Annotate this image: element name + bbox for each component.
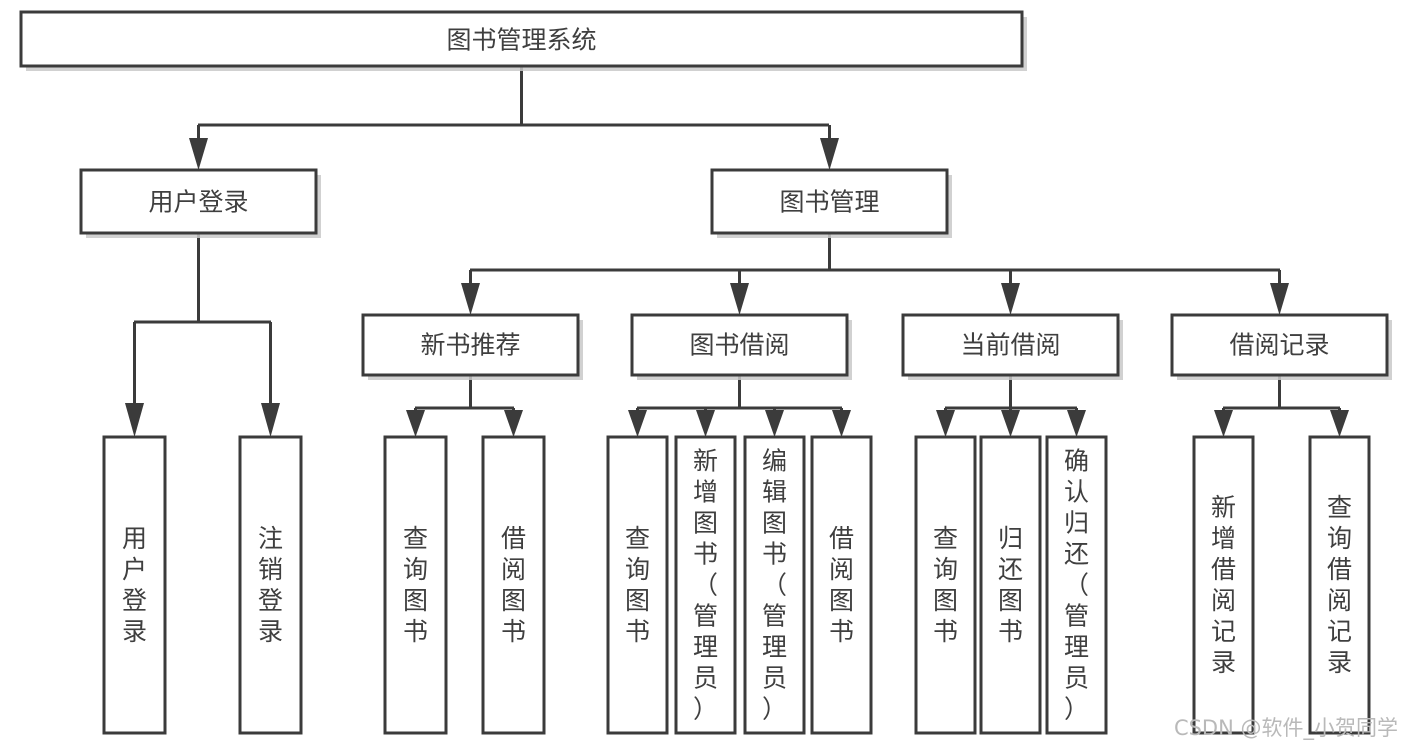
arrow-to-leaf-query-book-a: [406, 410, 425, 437]
arrow-to-book-borrow: [730, 283, 749, 315]
arrow-to-leaf-add-book: [696, 410, 715, 437]
arrow-to-leaf-logout: [261, 403, 280, 437]
leaf-node[interactable]: 用户登录: [102, 435, 167, 735]
current-borrow-label: 当前借阅: [960, 331, 1060, 360]
leaf-box-query-record[interactable]: [1308, 435, 1371, 735]
leaf-box-add-book[interactable]: [674, 435, 737, 735]
leaf-box-borrow-book-a[interactable]: [481, 435, 546, 735]
leaf-box-logout[interactable]: [238, 435, 303, 735]
node-user-login[interactable]: 用户登录: [79, 168, 321, 238]
leaf-label: 新增图书（管理员）: [693, 447, 718, 724]
node-new-book-recommend[interactable]: 新书推荐: [361, 313, 583, 380]
leaf-node[interactable]: 确认归还（管理员）: [1045, 435, 1108, 735]
arrow-to-leaf-add-record: [1214, 410, 1233, 437]
arrow-to-user-login: [189, 138, 208, 170]
leaf-box-query-book-b[interactable]: [606, 435, 669, 735]
leaf-label: 借阅图书: [829, 524, 854, 646]
leaf-node[interactable]: 查询借阅记录: [1308, 435, 1371, 735]
leaf-label: 新增借阅记录: [1211, 493, 1236, 677]
leaf-box-add-record[interactable]: [1192, 435, 1255, 735]
arrow-to-leaf-edit-book: [765, 410, 784, 437]
leaf-box-edit-book[interactable]: [743, 435, 806, 735]
leaf-box-query-book-c[interactable]: [914, 435, 977, 735]
current-borrow-box[interactable]: [901, 313, 1120, 377]
new-book-recommend-box[interactable]: [361, 313, 580, 377]
arrow-to-leaf-query-record: [1330, 410, 1349, 437]
node-book-manage[interactable]: 图书管理: [710, 168, 952, 238]
arrow-to-current-borrow: [1001, 283, 1020, 315]
book-borrow-box[interactable]: [630, 313, 849, 377]
arrow-to-leaf-confirm-return: [1067, 410, 1086, 437]
leaf-box-confirm-return[interactable]: [1045, 435, 1108, 735]
arrow-to-new-book-recommend: [461, 283, 480, 315]
arrow-to-leaf-return-book: [1001, 410, 1020, 437]
leaf-node[interactable]: 归还图书: [979, 435, 1042, 735]
leaf-node[interactable]: 新增图书（管理员）: [674, 435, 737, 735]
borrow-record-box[interactable]: [1170, 313, 1389, 377]
leaf-label: 编辑图书（管理员）: [762, 447, 787, 724]
leaf-node[interactable]: 编辑图书（管理员）: [743, 435, 806, 735]
node-borrow-record[interactable]: 借阅记录: [1170, 313, 1392, 380]
borrow-record-label: 借阅记录: [1229, 331, 1329, 360]
root-label: 图书管理系统: [446, 26, 596, 55]
node-book-borrow[interactable]: 图书借阅: [630, 313, 852, 380]
leaf-label: 查询图书: [933, 524, 958, 646]
leaf-label: 查询图书: [625, 524, 650, 646]
connector-layer: [125, 66, 1349, 437]
leaf-box-borrow-book-b[interactable]: [810, 435, 873, 735]
user-login-box[interactable]: [79, 168, 318, 235]
arrow-to-leaf-borrow-book-a: [504, 410, 523, 437]
leaf-node[interactable]: 借阅图书: [481, 435, 546, 735]
book-borrow-label: 图书借阅: [689, 331, 789, 360]
arrow-to-borrow-record: [1270, 283, 1289, 315]
leaf-box-query-book-a[interactable]: [383, 435, 448, 735]
book-manage-label: 图书管理: [779, 188, 879, 217]
leaf-node[interactable]: 查询图书: [914, 435, 977, 735]
arrow-to-leaf-user-login: [125, 403, 144, 437]
leaf-node[interactable]: 新增借阅记录: [1192, 435, 1255, 735]
new-book-recommend-label: 新书推荐: [420, 331, 520, 360]
leaf-label: 查询借阅记录: [1327, 493, 1352, 677]
watermark: CSDN @软件_小贺同学: [1174, 716, 1398, 741]
leaf-node[interactable]: 查询图书: [606, 435, 669, 735]
leaf-label: 查询图书: [403, 524, 428, 646]
leaf-box-user-login[interactable]: [102, 435, 167, 735]
leaf-node[interactable]: 查询图书: [383, 435, 448, 735]
leaf-node[interactable]: 借阅图书: [810, 435, 873, 735]
leaf-label: 注销登录: [258, 524, 283, 646]
leaf-label: 借阅图书: [501, 524, 526, 646]
leaf-node[interactable]: 注销登录: [238, 435, 303, 735]
root-box[interactable]: [19, 10, 1024, 68]
arrow-to-leaf-query-book-b: [628, 410, 647, 437]
arrow-to-book-manage: [820, 138, 839, 170]
leaf-box-return-book[interactable]: [979, 435, 1042, 735]
leaf-label: 归还图书: [998, 524, 1023, 646]
user-login-label: 用户登录: [148, 188, 248, 217]
arrow-to-leaf-query-book-c: [936, 410, 955, 437]
leaf-label: 确认归还（管理员）: [1064, 447, 1089, 724]
node-root[interactable]: 图书管理系统: [19, 10, 1027, 71]
book-manage-box[interactable]: [710, 168, 949, 235]
leaf-label: 用户登录: [122, 524, 147, 646]
arrow-to-leaf-borrow-book-b: [832, 410, 851, 437]
node-current-borrow[interactable]: 当前借阅: [901, 313, 1123, 380]
